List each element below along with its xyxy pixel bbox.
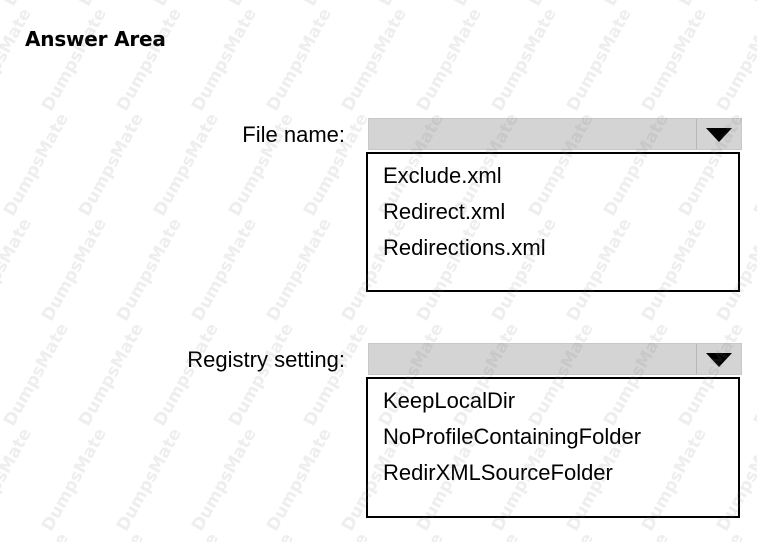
field-label-file-name: File name: [242, 122, 345, 147]
list-item[interactable]: KeepLocalDir [383, 388, 516, 413]
chevron-down-glyph [706, 128, 732, 142]
dropdown-file-name-options[interactable]: Exclude.xml Redirect.xml Redirections.xm… [366, 152, 740, 292]
dropdown-registry-setting[interactable] [368, 343, 742, 375]
dropdown-registry-setting-value [369, 344, 696, 374]
list-item[interactable]: RedirXMLSourceFolder [383, 460, 613, 485]
chevron-down-glyph [706, 353, 732, 367]
chevron-down-icon[interactable] [696, 119, 741, 149]
page-title: Answer Area [25, 27, 166, 51]
chevron-down-icon[interactable] [696, 344, 741, 374]
list-item[interactable]: Exclude.xml [383, 163, 502, 188]
dropdown-registry-setting-options[interactable]: KeepLocalDir NoProfileContainingFolder R… [366, 377, 740, 518]
list-item[interactable]: NoProfileContainingFolder [383, 424, 642, 449]
list-item[interactable]: Redirect.xml [383, 199, 506, 224]
list-item[interactable]: Redirections.xml [383, 235, 546, 260]
field-group-registry-setting: Registry setting: KeepLocalDir NoProfile… [0, 343, 757, 523]
field-group-file-name: File name: Exclude.xml Redirect.xml Redi… [0, 118, 757, 293]
field-label-registry-setting: Registry setting: [187, 347, 345, 372]
dropdown-file-name-value [369, 119, 696, 149]
dropdown-file-name[interactable] [368, 118, 742, 150]
